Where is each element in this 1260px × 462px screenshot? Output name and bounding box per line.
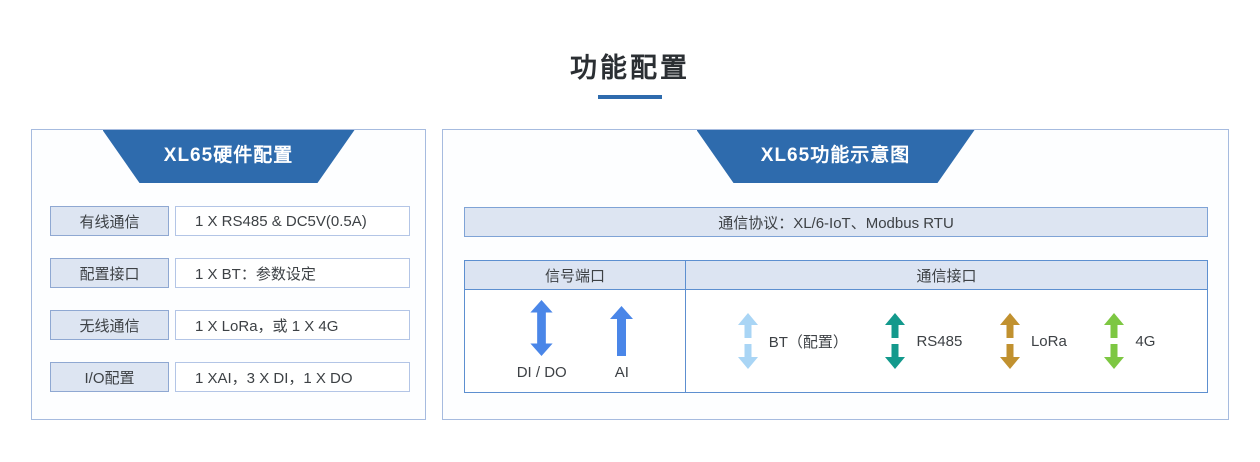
function-table: 信号端口 通信接口 DI / DO AI — [464, 260, 1208, 393]
page-header: 功能配置 — [0, 0, 1260, 99]
function-panel-header: XL65功能示意图 — [697, 130, 975, 183]
function-diagram-panel: XL65功能示意图 通信协议：XL/6-IoT、Modbus RTU 信号端口 … — [442, 129, 1229, 420]
protocol-bar: 通信协议：XL/6-IoT、Modbus RTU — [464, 207, 1208, 237]
signal-item-label: AI — [614, 364, 629, 381]
hardware-row-value: 1 XAI，3 X DI，1 X DO — [175, 362, 410, 392]
function-table-header: 信号端口 通信接口 — [464, 260, 1208, 290]
function-panel-header-label: XL65功能示意图 — [760, 145, 911, 166]
comm-item-rs485: RS485 — [885, 313, 962, 369]
hardware-row-value: 1 X BT：参数设定 — [175, 258, 410, 288]
hardware-panel-header: XL65硬件配置 — [103, 130, 355, 183]
hardware-row-wired: 有线通信 1 X RS485 & DC5V(0.5A) — [50, 206, 410, 236]
hardware-panel-header-label: XL65硬件配置 — [163, 145, 294, 166]
comm-interfaces-cell: BT（配置） RS485 LoRa — [686, 290, 1207, 392]
comm-item-label: 4G — [1135, 332, 1156, 350]
ai-up-arrow-icon — [610, 306, 634, 356]
signal-ports-cell: DI / DO AI — [465, 290, 687, 392]
title-underline — [598, 95, 662, 99]
hardware-row-value: 1 X LoRa，或 1 X 4G — [175, 310, 410, 340]
function-table-body: DI / DO AI BT（配置 — [464, 290, 1208, 393]
hardware-rows: 有线通信 1 X RS485 & DC5V(0.5A) 配置接口 1 X BT：… — [32, 206, 425, 392]
signal-item-di-do: DI / DO — [517, 300, 567, 381]
comm-item-label: LoRa — [1030, 332, 1067, 350]
hardware-row-label: I/O配置 — [50, 362, 169, 392]
hardware-row-label: 有线通信 — [50, 206, 169, 236]
hardware-row-label: 配置接口 — [50, 258, 169, 288]
panels-row: XL65硬件配置 有线通信 1 X RS485 & DC5V(0.5A) 配置接… — [31, 129, 1229, 420]
lora-split-double-arrow-icon — [999, 313, 1020, 369]
comm-item-bt: BT（配置） — [737, 313, 848, 369]
signal-ports-header: 信号端口 — [465, 261, 687, 289]
hardware-row-config-interface: 配置接口 1 X BT：参数设定 — [50, 258, 410, 288]
hardware-config-panel: XL65硬件配置 有线通信 1 X RS485 & DC5V(0.5A) 配置接… — [31, 129, 426, 420]
comm-item-label: RS485 — [916, 332, 963, 350]
hardware-row-value: 1 X RS485 & DC5V(0.5A) — [175, 206, 410, 236]
hardware-row-io: I/O配置 1 XAI，3 X DI，1 X DO — [50, 362, 410, 392]
hardware-row-wireless: 无线通信 1 X LoRa，或 1 X 4G — [50, 310, 410, 340]
signal-item-label: DI / DO — [516, 364, 567, 381]
rs485-split-double-arrow-icon — [885, 313, 906, 369]
comm-item-lora: LoRa — [999, 313, 1067, 369]
comm-interfaces-header: 通信接口 — [916, 267, 977, 285]
di-do-double-arrow-icon — [530, 300, 553, 356]
signal-item-ai: AI — [610, 306, 634, 381]
comm-item-label: BT（配置） — [768, 333, 848, 351]
page-title: 功能配置 — [570, 53, 690, 83]
comm-item-4g: 4G — [1104, 313, 1155, 369]
bt-split-double-arrow-icon — [737, 313, 758, 369]
hardware-row-label: 无线通信 — [50, 310, 169, 340]
4g-split-double-arrow-icon — [1104, 313, 1125, 369]
